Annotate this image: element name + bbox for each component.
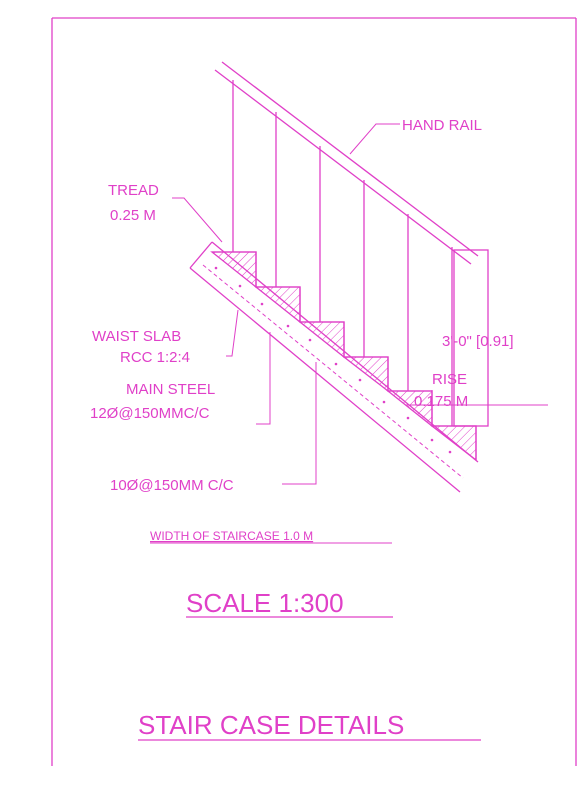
main-steel-spec: 12Ø@150MMC/C xyxy=(90,405,210,422)
width-note: WIDTH OF STAIRCASE 1.0 M xyxy=(150,529,313,543)
tread-value: 0.25 M xyxy=(110,207,156,224)
stair-steps xyxy=(210,251,477,462)
height-dimension-box xyxy=(405,249,548,427)
rise-value: 0.175 M xyxy=(414,393,468,410)
leader-lines xyxy=(172,123,400,485)
main-steel-label: MAIN STEEL xyxy=(126,381,215,398)
balusters xyxy=(232,80,453,426)
tread-title: TREAD xyxy=(108,182,159,199)
drawing-title: STAIR CASE DETAILS xyxy=(138,710,404,740)
waist-slab xyxy=(189,241,479,493)
height-label: 3'-0" [0.91] xyxy=(442,333,514,350)
waist-slab-label: WAIST SLAB xyxy=(92,328,181,345)
rise-title: RISE xyxy=(432,371,467,388)
waist-slab-mix: RCC 1:2:4 xyxy=(120,349,190,366)
scale-label: SCALE 1:300 xyxy=(186,588,344,618)
concrete-aggregate xyxy=(214,266,452,454)
distribution-steel-label: 10Ø@150MM C/C xyxy=(110,477,234,494)
hand-rail xyxy=(214,61,479,265)
hand-rail-label: HAND RAIL xyxy=(402,117,482,134)
sheet-border xyxy=(51,17,577,766)
